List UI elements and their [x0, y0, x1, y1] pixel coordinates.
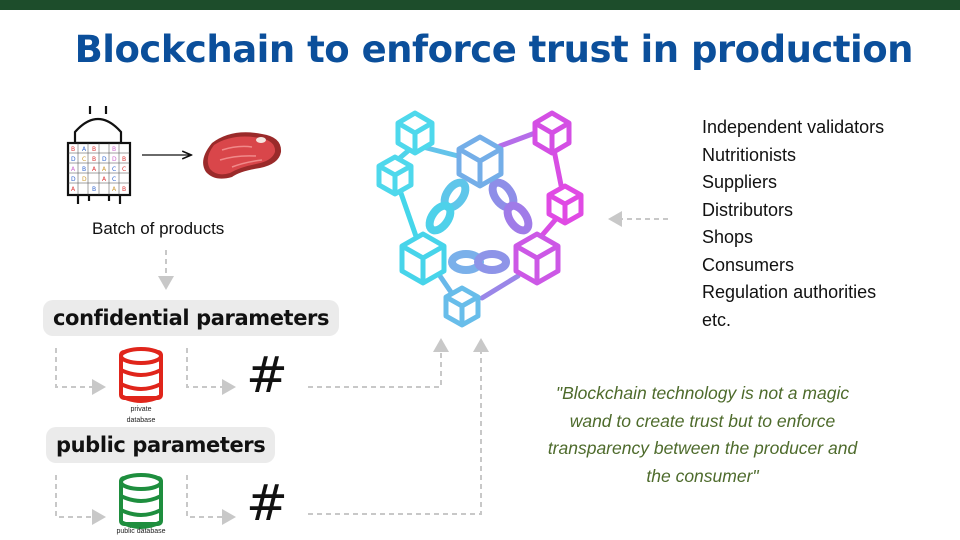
participant-item: etc. [702, 309, 732, 330]
participant-item: Distributors [702, 199, 794, 220]
svg-text:B: B [92, 156, 96, 163]
private-database-label-line1: private [130, 406, 152, 413]
database-icon [119, 473, 163, 529]
svg-text:B: B [92, 146, 96, 153]
svg-text:D: D [71, 156, 76, 163]
private-database-label: private database [116, 404, 166, 426]
meat-icon [203, 132, 282, 179]
participant-item: Nutritionists [702, 144, 797, 165]
svg-text:B: B [112, 146, 116, 153]
svg-text:A: A [71, 186, 76, 193]
svg-text:B: B [71, 146, 75, 153]
quote-text: "Blockchain technology is not a magic wa… [547, 383, 858, 486]
svg-text:A: A [102, 166, 107, 173]
participant-item: Independent validators [702, 117, 885, 137]
svg-text:C: C [112, 176, 116, 183]
svg-text:B: B [122, 186, 126, 193]
private-database-label-line2: database [126, 417, 156, 424]
database-icon [119, 347, 163, 403]
public-parameters-label: public parameters [46, 427, 276, 463]
hash-icon: # [246, 474, 288, 532]
svg-text:D: D [112, 156, 117, 163]
svg-text:D: D [71, 176, 76, 183]
svg-text:C: C [112, 166, 116, 173]
participant-item: Suppliers [702, 172, 778, 192]
participant-item: Consumers [702, 254, 795, 275]
svg-text:A: A [82, 146, 87, 153]
svg-text:A: A [112, 186, 117, 193]
slide-title: Blockchain to enforce trust in productio… [74, 28, 914, 71]
svg-text:B: B [122, 156, 126, 163]
confidential-connectors [55, 338, 449, 395]
svg-text:D: D [102, 156, 107, 163]
svg-text:D: D [82, 176, 87, 183]
participant-item: Regulation authorities [702, 282, 877, 302]
blockchain-network-icon [376, 110, 584, 328]
participant-item: Shops [702, 227, 754, 247]
svg-text:B: B [92, 186, 96, 193]
svg-text:A: A [102, 176, 107, 183]
batch-caption: Batch of products [92, 219, 225, 238]
hash-icon: # [246, 346, 288, 404]
confidential-parameters-label: confidential parameters [43, 300, 340, 336]
svg-text:A: A [71, 166, 76, 173]
top-bar [0, 0, 960, 10]
public-database-label: public database [116, 528, 166, 535]
svg-text:C: C [122, 166, 126, 173]
participants-list: Independent validators Nutritionists Sup… [702, 114, 884, 334]
svg-text:A: A [92, 166, 97, 173]
svg-text:C: C [82, 156, 86, 163]
svg-text:B: B [82, 166, 86, 173]
public-connectors [55, 338, 489, 525]
